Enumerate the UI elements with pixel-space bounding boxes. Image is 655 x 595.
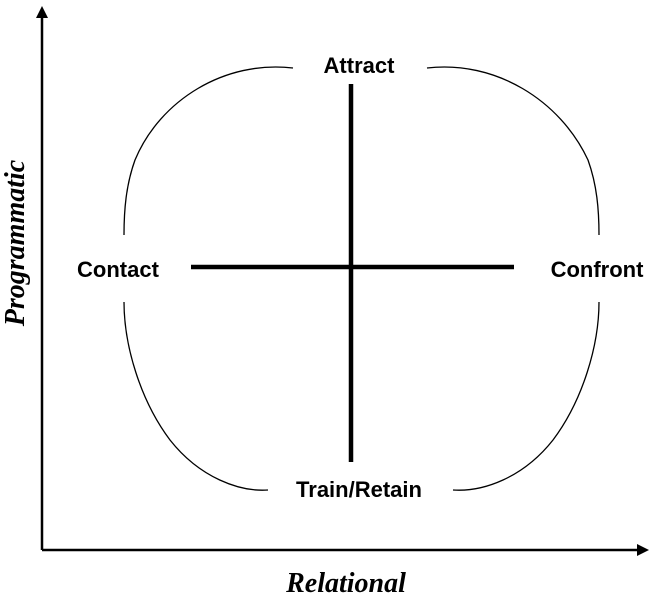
outline-bottom-right-arc (452, 301, 600, 491)
outline-top-left-arc (123, 66, 294, 236)
outline-top-right-arc (426, 66, 600, 236)
label-right: Confront (551, 257, 645, 282)
cycle-outline (123, 66, 600, 491)
label-top: Attract (324, 53, 396, 78)
outline-bottom-left-arc (123, 301, 269, 491)
label-left: Contact (77, 257, 160, 282)
label-bottom: Train/Retain (296, 477, 422, 502)
x-axis-label: Relational (285, 568, 406, 595)
y-axis-label: Programmatic (0, 159, 31, 327)
